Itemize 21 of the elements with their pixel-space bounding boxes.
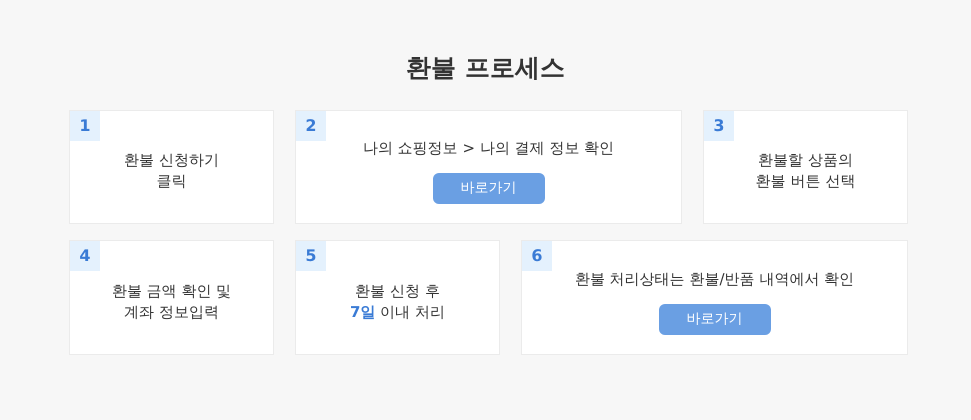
step-card xyxy=(69,110,274,224)
step-card xyxy=(521,240,908,355)
step-description: 환불 금액 확인 및 계좌 정보입력 xyxy=(110,280,232,322)
step-description: 나의 쇼핑정보 > 나의 결제 정보 확인 xyxy=(362,138,614,159)
step-description: 환불 신청 후 7일 이내 처리 xyxy=(349,280,446,322)
shortcut-button: 바로가기 xyxy=(432,173,544,204)
step-number-badge: 4 xyxy=(70,241,100,271)
step-number-badge: 1 xyxy=(70,111,100,141)
shortcut-button: 바로가기 xyxy=(658,304,770,334)
step-number-badge: 6 xyxy=(522,241,552,271)
step-number-badge: 3 xyxy=(704,111,734,141)
step-description: 환불할 상품의 환불 버튼 선택 xyxy=(754,150,856,192)
step-card xyxy=(69,240,274,355)
step-number-badge: 2 xyxy=(296,111,326,141)
step-number-badge: 5 xyxy=(296,241,326,271)
step-card xyxy=(295,240,500,355)
step-card xyxy=(703,110,908,224)
page-title: 환불 프로세스 xyxy=(406,52,565,84)
step-card xyxy=(295,110,682,224)
step-description: 환불 처리상태는 환불/반품 내역에서 확인 xyxy=(574,268,854,290)
step-description: 환불 신청하기 클릭 xyxy=(123,150,220,192)
